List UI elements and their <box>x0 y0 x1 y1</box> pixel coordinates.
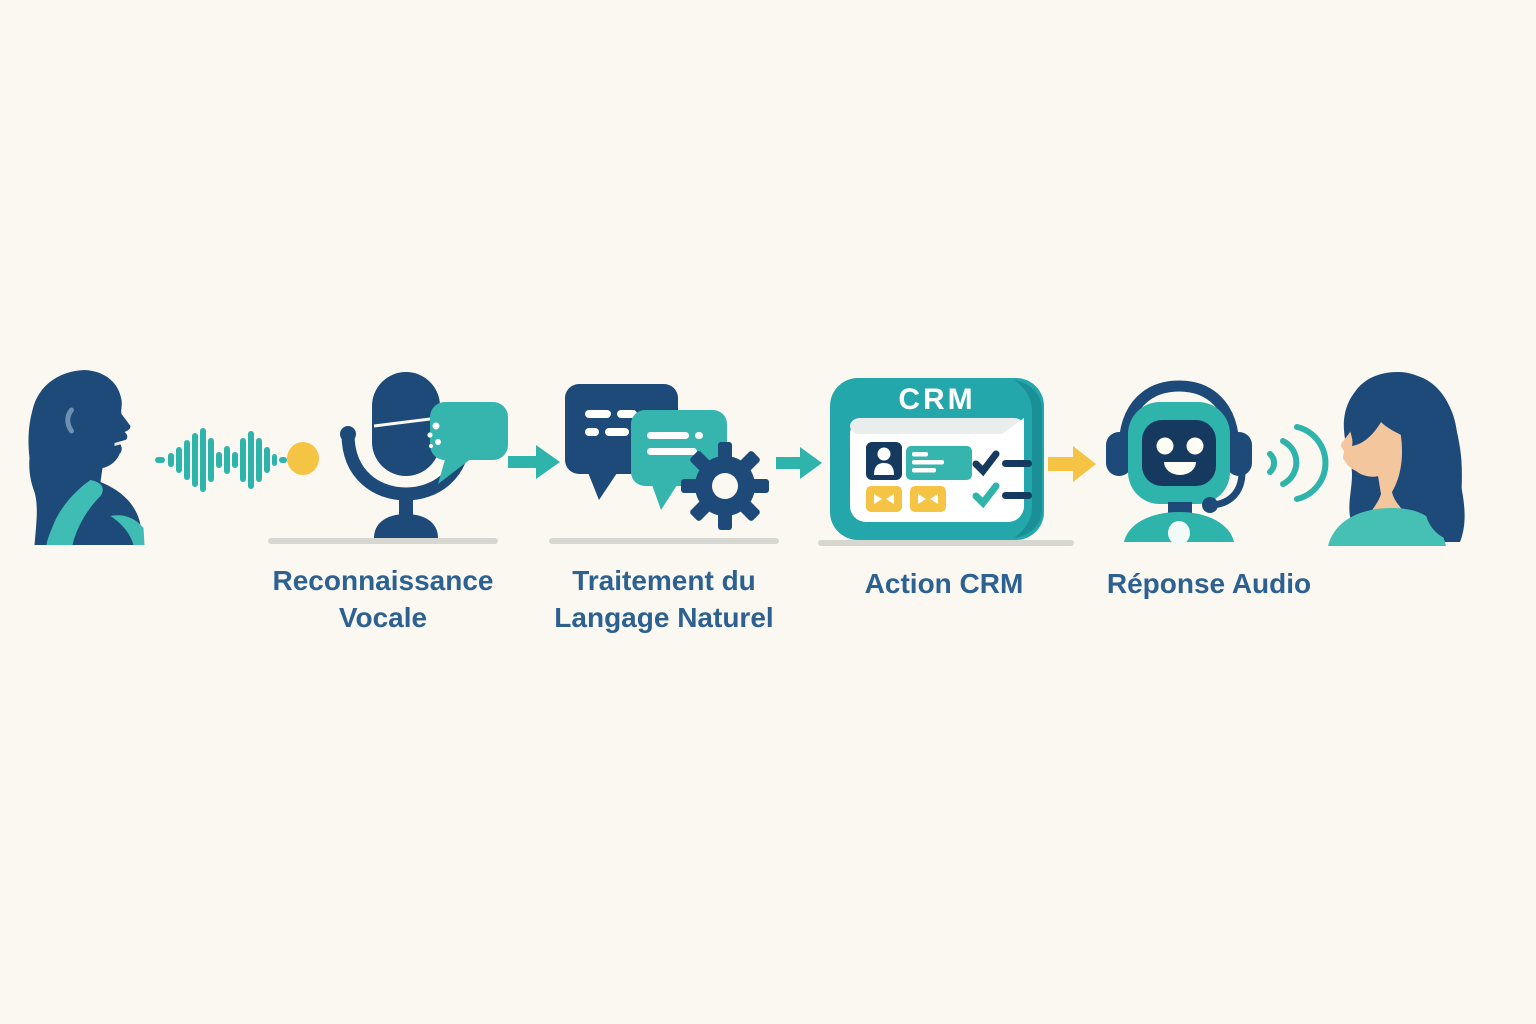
robot-assistant-icon <box>1098 378 1260 545</box>
divider-line <box>818 540 1074 546</box>
headset-earcup-icon <box>1226 432 1252 476</box>
step-label-traitement-langage-naturel: Traitement du Langage Naturel <box>554 565 774 633</box>
headset-band-icon <box>1118 380 1240 451</box>
divider-line <box>549 538 779 544</box>
step-label-action-crm: Action CRM <box>864 568 1024 599</box>
email-buttons-icon <box>866 486 946 512</box>
person-speaking-icon <box>24 370 154 545</box>
divider-line <box>268 538 498 544</box>
arrow-right-icon <box>1048 445 1096 483</box>
gear-icon <box>681 442 769 530</box>
speech-dot-icon <box>287 442 319 475</box>
arrow-right-icon <box>776 446 822 480</box>
chat-processing-icon <box>563 382 773 532</box>
headset-earcup-icon <box>1106 432 1132 476</box>
speech-bubble-icon <box>427 402 508 484</box>
audio-waves-icon <box>1262 420 1329 504</box>
sound-wave-icon <box>155 424 287 496</box>
listening-person-icon <box>1318 372 1468 546</box>
microphone-icon <box>338 372 508 538</box>
checklist-icon <box>972 450 1032 509</box>
crm-card-icon: CRM <box>830 378 1048 544</box>
arrow-right-icon <box>508 444 560 480</box>
contact-record-icon <box>866 442 972 480</box>
step-label-reponse-audio: Réponse Audio <box>1106 568 1312 599</box>
crm-card-title: CRM <box>898 383 975 416</box>
step-label-reconnaissance-vocale: Reconnaissance Vocale <box>272 565 494 633</box>
